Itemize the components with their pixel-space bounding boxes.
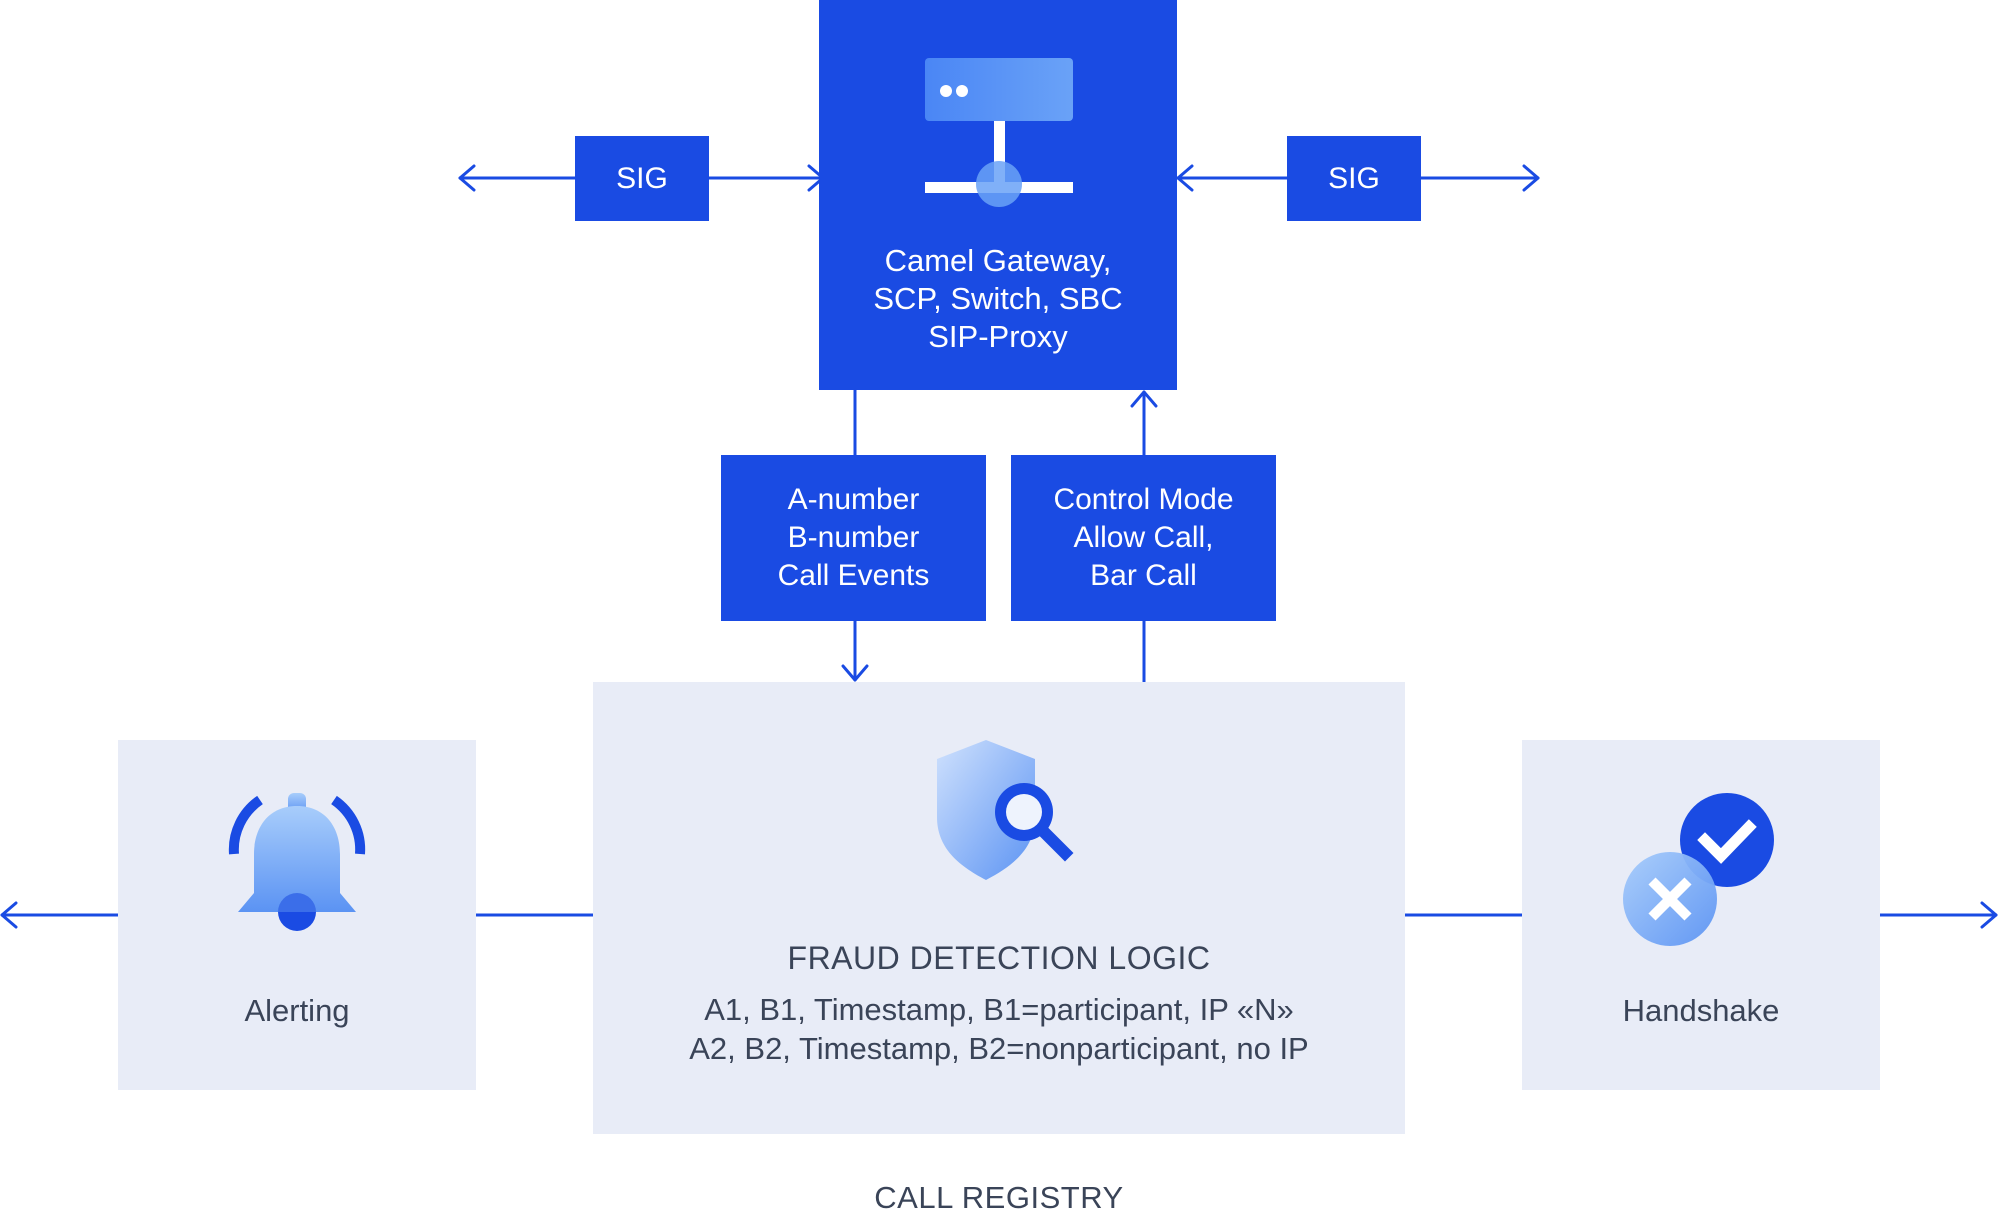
sig-left-box: SIG (575, 136, 709, 221)
call-registry-label: CALL REGISTRY (874, 1180, 1124, 1215)
gateway-line: Camel Gateway, (884, 243, 1112, 278)
fraud-title: FRAUD DETECTION LOGIC (787, 940, 1211, 976)
gateway-line: SIP-Proxy (928, 319, 1068, 354)
call-data-line: Call Events (777, 559, 930, 592)
fraud-line: A1, B1, Timestamp, B1=participant, IP «N… (704, 992, 1294, 1027)
control-mode-box: Control Mode Allow Call, Bar Call (1011, 455, 1276, 621)
sig-left-label: SIG (616, 161, 668, 195)
server-network-icon (925, 58, 1073, 207)
call-data-line: B-number (787, 521, 920, 554)
alerting-panel: Alerting (118, 740, 476, 1090)
handshake-label: Handshake (1622, 993, 1780, 1028)
sig-right-label: SIG (1328, 161, 1380, 195)
fraud-line: A2, B2, Timestamp, B2=nonparticipant, no… (689, 1031, 1309, 1066)
call-data-line: A-number (787, 483, 920, 516)
gateway-line: SCP, Switch, SBC (873, 281, 1123, 316)
shield-search-icon (937, 740, 1074, 880)
control-line: Bar Call (1090, 559, 1197, 592)
call-data-box: A-number B-number Call Events (721, 455, 986, 621)
check-cross-icon (1623, 793, 1774, 946)
sig-right-box: SIG (1287, 136, 1421, 221)
control-line: Control Mode (1053, 483, 1234, 516)
gateway-box: Camel Gateway, SCP, Switch, SBC SIP-Prox… (819, 0, 1177, 390)
alerting-label: Alerting (244, 993, 350, 1028)
fraud-detection-panel: FRAUD DETECTION LOGIC A1, B1, Timestamp,… (593, 682, 1405, 1134)
handshake-panel: Handshake (1522, 740, 1880, 1090)
bell-icon (228, 793, 366, 931)
control-line: Allow Call, (1073, 521, 1214, 554)
